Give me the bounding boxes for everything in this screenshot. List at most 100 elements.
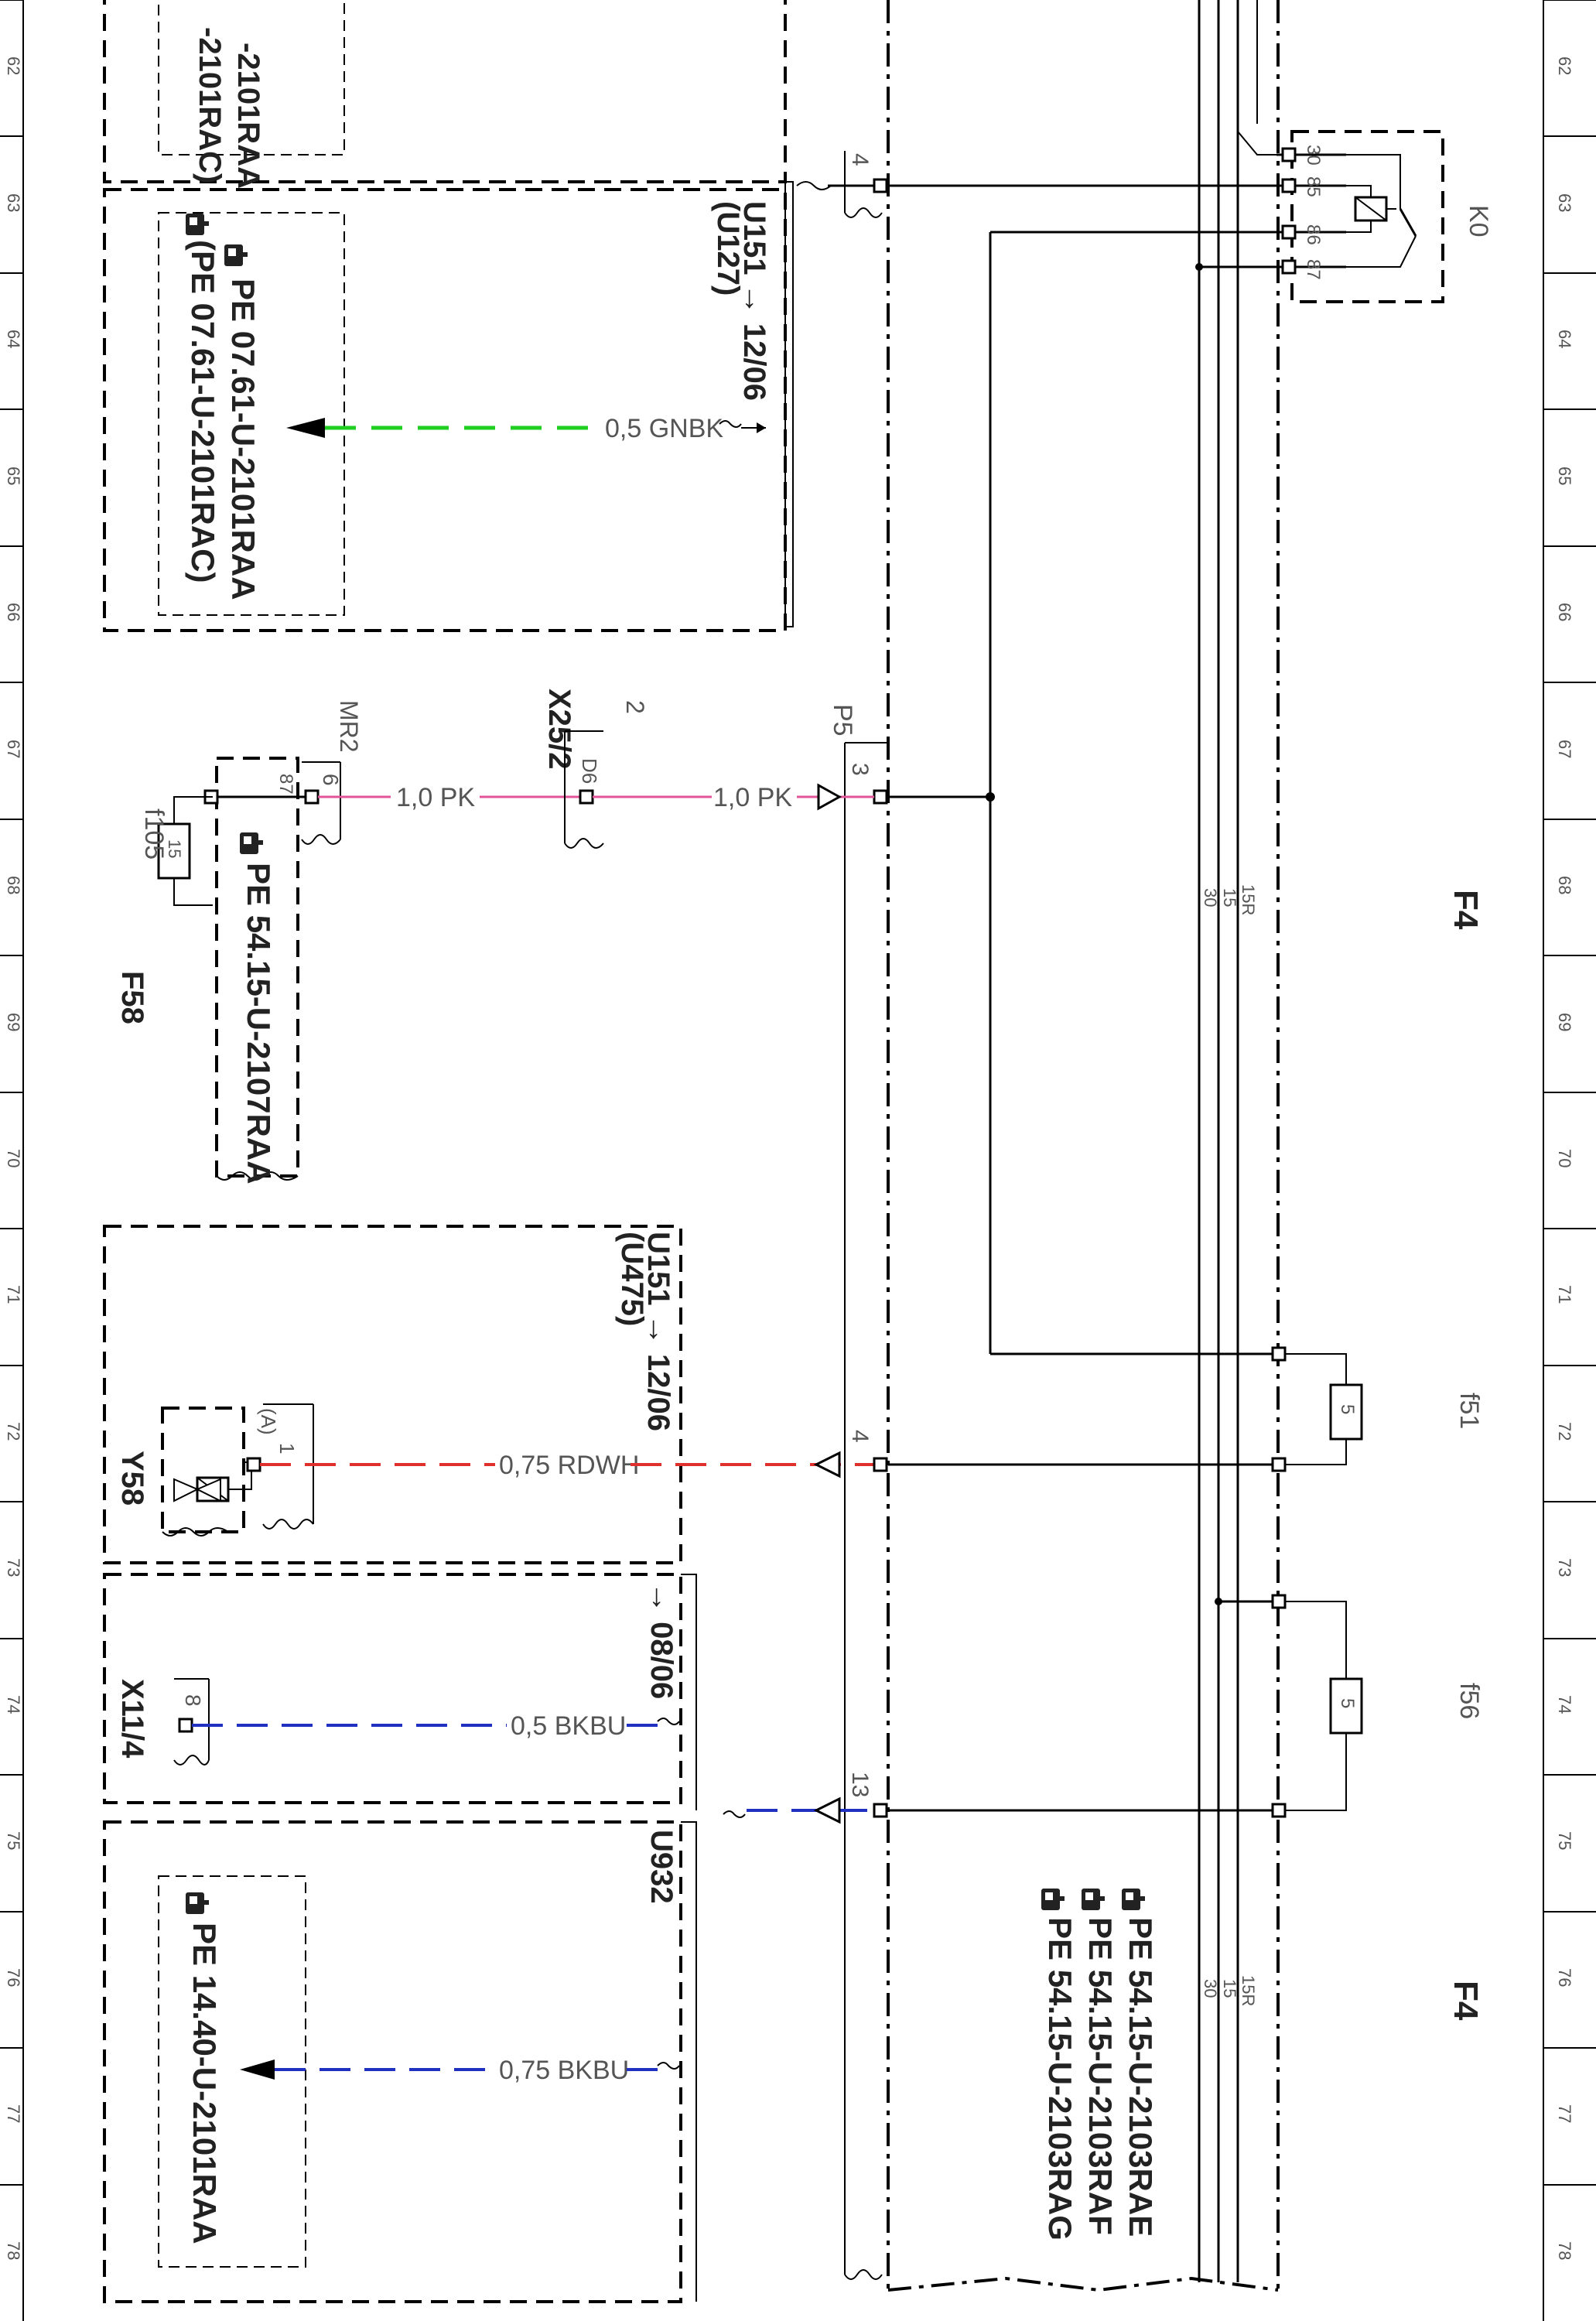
ruler-label: 66 — [1555, 603, 1574, 621]
ruler-label: 77 — [1555, 2104, 1574, 2123]
ruler-label: 71 — [1555, 1285, 1574, 1304]
svg-text:15R: 15R — [1239, 884, 1258, 915]
svg-text:87: 87 — [275, 774, 296, 795]
arrow-head-icon — [813, 1451, 841, 1478]
svg-text:30: 30 — [1303, 145, 1324, 166]
svg-text:30: 30 — [1201, 888, 1220, 907]
ruler-label: 70 — [1555, 1149, 1574, 1167]
pin3-label: 3 — [847, 763, 873, 776]
wire-bkbu-2-label: 0,75 BKBU — [499, 2056, 629, 2085]
ruler-label: 74 — [4, 1695, 23, 1714]
svg-text:30: 30 — [1201, 1979, 1220, 1998]
top-ref-a: -2101RAA — [231, 43, 265, 189]
power-rails: 15R 15 30 15R 15 30 — [1195, 0, 1276, 2282]
svg-text:15: 15 — [1220, 1979, 1239, 1998]
wire-rdwh-label: 0,75 RDWH — [499, 1451, 639, 1480]
u151-label-a: U151 → 12/06 — [737, 201, 771, 401]
ruler-label: 78 — [1555, 2241, 1574, 2260]
ruler-label: 75 — [1555, 1831, 1574, 1850]
wire-gnbk-label: 0,5 GNBK — [605, 414, 723, 443]
arrow-head-icon — [286, 418, 325, 438]
pin4-top: 4 — [847, 153, 873, 166]
ruler-label: 70 — [4, 1149, 23, 1167]
svg-text:5: 5 — [1337, 1404, 1358, 1414]
svg-text:8: 8 — [181, 1694, 205, 1707]
f4-bottom-label: F4 — [1447, 1981, 1485, 2021]
x25-connector: X25/2 2 D6 1,0 PK — [542, 689, 874, 849]
svg-text:15: 15 — [165, 839, 184, 858]
relay-k0: 30 85 86 87 K0 — [1276, 130, 1493, 303]
top-ref-b: -2101RAC) — [193, 27, 227, 183]
svg-text:5: 5 — [1337, 1698, 1358, 1708]
u475-label: (U475) — [615, 1232, 649, 1326]
ruler-label: 75 — [4, 1831, 23, 1850]
ruler-label: 62 — [4, 56, 23, 75]
f105-label: f105 — [139, 808, 169, 860]
pe-2103-g: PE 54.15-U-2103RAG — [1042, 1917, 1078, 2241]
x25-label: X25/2 — [542, 689, 576, 770]
fuse-f56-label: f56 — [1454, 1683, 1484, 1719]
ruler-label: 64 — [4, 330, 23, 348]
fuse-f56: 5 f56 — [1271, 1594, 1484, 1818]
wire-pk-2-label: 1,0 PK — [713, 783, 792, 812]
u151-label-b: U151 → 12/06 — [641, 1232, 675, 1431]
ruler-label: 65 — [4, 467, 23, 485]
ruler-label: 73 — [4, 1558, 23, 1577]
arrow-head-icon — [813, 1796, 841, 1824]
svg-text:6: 6 — [319, 774, 343, 786]
arrow-head-icon — [240, 2060, 275, 2080]
x11-block: → 08/06 X11/4 8 0,5 BKBU — [103, 1573, 697, 1810]
ruler-label: 73 — [1555, 1558, 1574, 1577]
svg-text:85: 85 — [1303, 176, 1324, 197]
svg-text:2: 2 — [621, 700, 649, 714]
valve-icon — [173, 1476, 230, 1502]
ruler-label: 69 — [4, 1013, 23, 1031]
fuse-f51: 5 f51 — [1271, 1346, 1484, 1472]
ruler-label: 76 — [1555, 1968, 1574, 1987]
ref-0806-label: → 08/06 — [644, 1582, 678, 1699]
ruler-label: 68 — [4, 876, 23, 894]
wire-pk-1-label: 1,0 PK — [396, 783, 475, 812]
pe-0761-b: (PE 07.61-U-2101RAC) — [185, 240, 221, 583]
u127-label: (U127) — [711, 201, 745, 296]
ruler-label: 71 — [4, 1285, 23, 1304]
arrow-head-icon — [817, 783, 842, 811]
ruler-label: 68 — [1555, 876, 1574, 894]
u151-u475-block: U151 → 12/06 (U475) Y58 (A) 1 0,75 RDWH … — [103, 1225, 1276, 1564]
u151-u127-block: U151 → 12/06 (U127) PE 07.61-U-2101RAA (… — [103, 188, 787, 632]
pe-2103-f: PE 54.15-U-2103RAF — [1082, 1917, 1119, 2235]
pe-1440: PE 14.40-U-2101RAA — [186, 1923, 223, 2244]
p5-label: P5 — [828, 704, 857, 737]
svg-text:4: 4 — [847, 1430, 873, 1443]
f4-top-label: F4 — [1447, 890, 1485, 930]
f58-block: MR2 6 87 15 f105 F58 PE 54.15-U-2107RAA … — [115, 700, 712, 1184]
svg-text:15R: 15R — [1239, 1975, 1258, 2006]
svg-text:87: 87 — [1303, 259, 1324, 280]
svg-text:1: 1 — [275, 1443, 299, 1454]
u932-block: U932 PE 14.40-U-2101RAA 0,75 BKBU — [103, 1820, 697, 2303]
ruler-label: 77 — [4, 2104, 23, 2123]
svg-text:13: 13 — [847, 1772, 873, 1797]
ruler-label: 63 — [1555, 193, 1574, 212]
y58-label: Y58 — [115, 1451, 149, 1506]
svg-text:D6: D6 — [578, 758, 601, 784]
svg-text:15: 15 — [1220, 888, 1239, 907]
svg-text:(A): (A) — [257, 1408, 280, 1435]
ruler-label: 65 — [1555, 467, 1574, 485]
ruler-label: 72 — [1555, 1422, 1574, 1441]
ruler-label: 76 — [4, 1968, 23, 1987]
pe-5415-2107: PE 54.15-U-2107RAA — [241, 863, 277, 1184]
x11-label: X11/4 — [115, 1679, 149, 1759]
ruler-label: 67 — [4, 740, 23, 758]
pe-0761-a: PE 07.61-U-2101RAA — [225, 279, 261, 600]
ruler-label: 78 — [4, 2241, 23, 2260]
pe-2103-e: PE 54.15-U-2103RAE — [1123, 1917, 1159, 2237]
ruler-label: 64 — [1555, 330, 1574, 348]
ruler-label: 62 — [1555, 56, 1574, 75]
f58-label: F58 — [115, 971, 149, 1024]
u932-label: U932 — [644, 1830, 678, 1904]
ruler-label: 67 — [1555, 740, 1574, 758]
